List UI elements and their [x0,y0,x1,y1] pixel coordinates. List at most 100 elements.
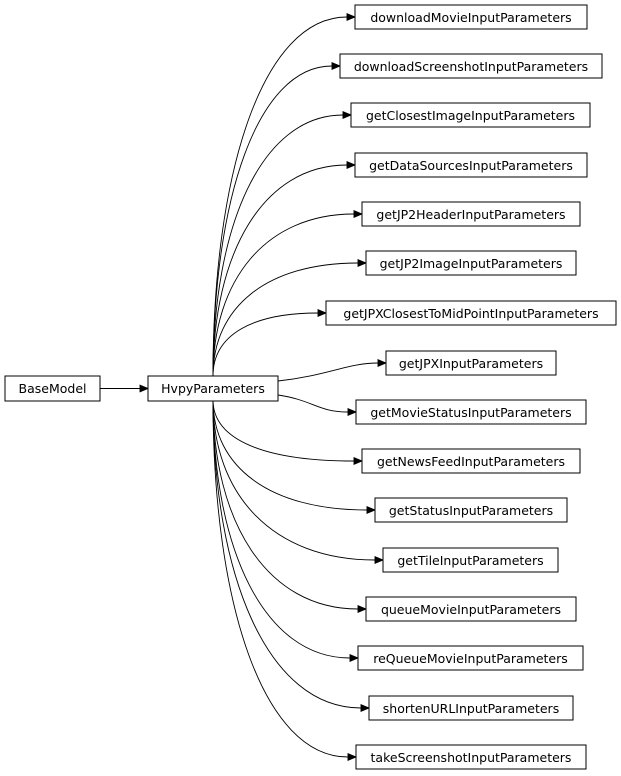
edge-hvpyparameters-shorten-urlinput-parameters-arrowhead [360,704,371,712]
node-download-screenshot-input-parameters-label: downloadScreenshotInputParameters [354,59,588,74]
node-get-data-sources-input-parameters-label: getDataSourcesInputParameters [369,158,573,173]
edges [100,13,388,761]
edge-hvpyparameters-download-movie-input-parameters-arrowhead [346,13,357,21]
node-get-jp2-header-input-parameters-box [361,201,581,227]
node-get-movie-status-input-parameters: getMovieStatusInputParameters [355,399,587,425]
edge-hvpyparameters-get-data-sources-input-parameters-line [212,164,348,377]
edge-hvpyparameters-get-jp2-image-input-parameters [212,259,368,377]
node-get-closest-image-input-parameters: getClosestImageInputParameters [350,102,591,128]
edge-hvpyparameters-get-status-input-parameters [212,399,377,514]
edge-hvpyparameters-get-data-sources-input-parameters-arrowhead [346,161,357,169]
edge-hvpyparameters-get-tile-input-parameters-arrowhead [374,556,385,564]
node-get-status-input-parameters: getStatusInputParameters [374,497,568,523]
node-get-status-input-parameters-box [374,497,568,523]
node-download-screenshot-input-parameters: downloadScreenshotInputParameters [339,53,603,79]
edge-hvpyparameters-download-screenshot-input-parameters-line [212,65,333,377]
node-queue-movie-input-parameters: queueMovieInputParameters [365,596,577,622]
edge-hvpyparameters-queue-movie-input-parameters-arrowhead [357,605,368,613]
node-get-closest-image-input-parameters-label: getClosestImageInputParameters [366,108,575,123]
node-re-queue-movie-input-parameters-label: reQueueMovieInputParameters [373,651,568,666]
edge-hvpyparameters-shorten-urlinput-parameters [212,399,371,712]
edge-hvpyparameters-get-jp2-header-input-parameters-arrowhead [353,210,364,218]
node-shorten-urlinput-parameters-label: shortenURLInputParameters [383,701,559,716]
edge-hvpyparameters-get-jpxinput-parameters [277,359,388,382]
edge-hvpyparameters-re-queue-movie-input-parameters [212,399,360,662]
edge-hvpyparameters-get-news-feed-input-parameters-arrowhead [353,457,364,465]
edge-hvpyparameters-take-screenshot-input-parameters-arrowhead [347,753,358,761]
edge-hvpyparameters-get-jp2-image-input-parameters-line [212,262,359,377]
edge-hvpyparameters-download-screenshot-input-parameters-arrowhead [331,62,342,70]
node-get-tile-input-parameters: getTileInputParameters [382,547,559,573]
node-get-jpxclosest-to-mid-point-input-parameters: getJPXClosestToMidPointInputParameters [325,300,617,326]
node-hvpyparameters: HvpyParameters [147,375,279,402]
node-get-tile-input-parameters-label: getTileInputParameters [397,553,543,568]
node-get-news-feed-input-parameters-box [361,448,581,474]
edge-hvpyparameters-get-jpxinput-parameters-arrowhead [377,359,388,367]
node-shorten-urlinput-parameters-box [368,695,574,721]
edge-hvpyparameters-get-movie-status-input-parameters-arrowhead [347,408,358,416]
edge-hvpyparameters-get-tile-input-parameters [212,399,385,564]
edge-hvpyparameters-get-closest-image-input-parameters-arrowhead [342,111,353,119]
edge-hvpyparameters-get-jpxinput-parameters-line [277,362,379,382]
node-get-movie-status-input-parameters-label: getMovieStatusInputParameters [370,405,571,420]
edge-hvpyparameters-take-screenshot-input-parameters-line [212,399,349,758]
node-re-queue-movie-input-parameters: reQueueMovieInputParameters [357,645,584,671]
node-hvpyparameters-label: HvpyParameters [161,381,265,396]
edge-hvpyparameters-get-jpxclosest-to-mid-point-input-parameters-line [212,312,319,377]
node-shorten-urlinput-parameters: shortenURLInputParameters [368,695,574,721]
node-get-status-input-parameters-label: getStatusInputParameters [389,503,553,518]
node-download-movie-input-parameters-label: downloadMovieInputParameters [370,10,571,25]
node-take-screenshot-input-parameters: takeScreenshotInputParameters [355,744,587,770]
node-basemodel: BaseModel [4,375,101,402]
edge-hvpyparameters-queue-movie-input-parameters [212,399,368,613]
node-queue-movie-input-parameters-label: queueMovieInputParameters [381,602,561,617]
edge-hvpyparameters-get-jpxclosest-to-mid-point-input-parameters [212,309,328,377]
edge-hvpyparameters-get-news-feed-input-parameters [212,399,364,465]
edge-basemodel-hvpyparameters [100,384,150,393]
node-get-jp2-header-input-parameters-label: getJP2HeaderInputParameters [376,207,565,222]
node-get-jpxclosest-to-mid-point-input-parameters-label: getJPXClosestToMidPointInputParameters [343,306,598,321]
node-take-screenshot-input-parameters-box [355,744,587,770]
node-get-jpxinput-parameters-label: getJPXInputParameters [399,356,543,371]
edge-hvpyparameters-get-jp2-header-input-parameters [212,210,364,377]
edge-hvpyparameters-get-news-feed-input-parameters-line [212,399,355,462]
edge-hvpyparameters-queue-movie-input-parameters-line [212,399,359,610]
edge-hvpyparameters-get-tile-input-parameters-line [212,399,376,561]
edge-hvpyparameters-get-jp2-image-input-parameters-arrowhead [357,259,368,267]
edge-hvpyparameters-get-status-input-parameters-line [212,399,368,511]
edge-hvpyparameters-get-data-sources-input-parameters [212,161,357,377]
edge-basemodel-hvpyparameters-arrowhead [139,384,150,393]
node-get-news-feed-input-parameters-label: getNewsFeedInputParameters [377,454,565,469]
node-queue-movie-input-parameters-box [365,596,577,622]
node-take-screenshot-input-parameters-label: takeScreenshotInputParameters [371,750,572,765]
node-get-data-sources-input-parameters: getDataSourcesInputParameters [354,152,588,178]
edge-hvpyparameters-get-closest-image-input-parameters-line [212,114,344,377]
child-nodes: downloadMovieInputParameters downloadScre… [325,4,617,770]
edge-hvpyparameters-shorten-urlinput-parameters-line [212,399,362,709]
edge-hvpyparameters-get-closest-image-input-parameters [212,111,353,377]
node-re-queue-movie-input-parameters-box [357,645,584,671]
node-get-jp2-image-input-parameters-box [365,250,577,276]
node-download-screenshot-input-parameters-box [339,53,603,79]
edge-hvpyparameters-get-jpxclosest-to-mid-point-input-parameters-arrowhead [317,309,328,317]
edge-hvpyparameters-get-jp2-header-input-parameters-line [212,213,355,377]
node-get-news-feed-input-parameters: getNewsFeedInputParameters [361,448,581,474]
node-get-tile-input-parameters-box [382,547,559,573]
edge-hvpyparameters-get-status-input-parameters-arrowhead [366,506,377,514]
node-get-movie-status-input-parameters-box [355,399,587,425]
edge-hvpyparameters-download-screenshot-input-parameters [212,62,342,377]
edge-hvpyparameters-re-queue-movie-input-parameters-arrowhead [349,654,360,662]
node-get-closest-image-input-parameters-box [350,102,591,128]
node-get-jp2-header-input-parameters: getJP2HeaderInputParameters [361,201,581,227]
edge-hvpyparameters-take-screenshot-input-parameters [212,399,358,761]
node-get-jp2-image-input-parameters: getJP2ImageInputParameters [365,250,577,276]
node-download-movie-input-parameters: downloadMovieInputParameters [354,4,588,30]
edge-hvpyparameters-get-movie-status-input-parameters-line [277,394,349,413]
node-download-movie-input-parameters-box [354,4,588,30]
node-get-jp2-image-input-parameters-label: getJP2ImageInputParameters [380,256,563,271]
edge-hvpyparameters-re-queue-movie-input-parameters-line [212,399,351,659]
node-get-jpxinput-parameters-box [385,350,557,376]
node-get-data-sources-input-parameters-box [354,152,588,178]
edge-hvpyparameters-get-movie-status-input-parameters [277,394,358,416]
